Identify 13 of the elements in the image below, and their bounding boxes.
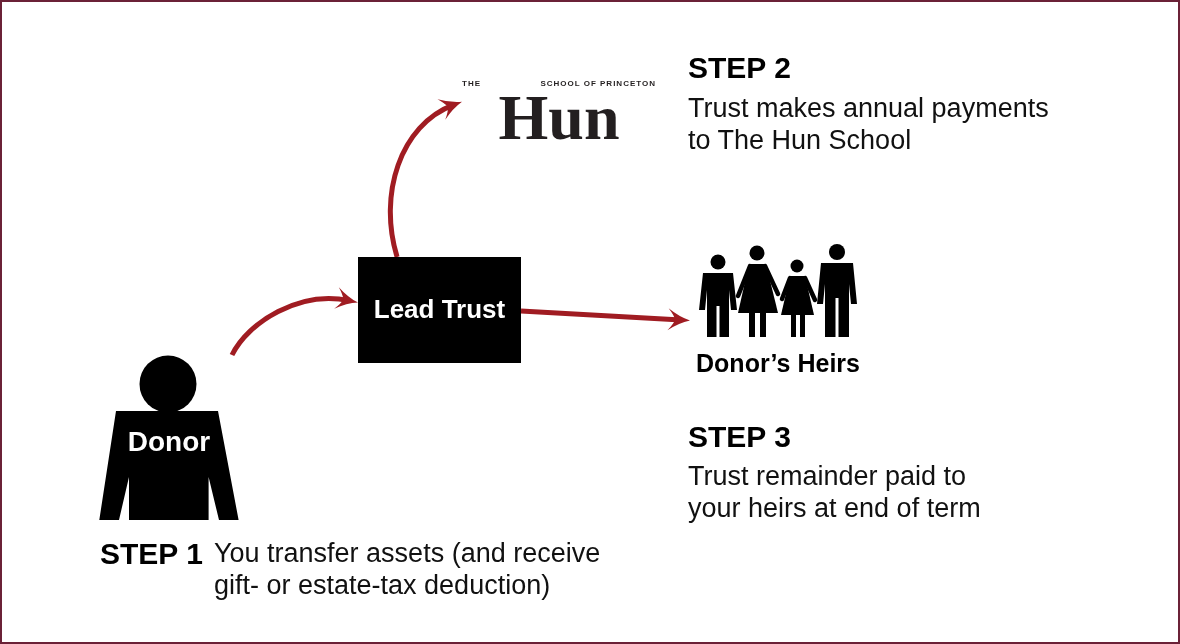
process-box (358, 257, 521, 363)
step-description: You transfer assets (and receive gift- or estate-tax deduction) (214, 537, 602, 601)
school-name: Hun (498, 90, 620, 146)
step-description: Trust makes annual payments to The Hun School (688, 92, 1050, 156)
node-label: Lead Trust (373, 294, 506, 326)
node-label: Donor’s Heirs (696, 348, 860, 378)
step-description: Trust remainder paid to your heirs at end of term (688, 460, 982, 524)
step-heading: STEP 3 (688, 419, 792, 455)
node-label: Donor (127, 425, 211, 459)
step-heading: STEP 1 (100, 536, 204, 572)
school-name-small: SCHOOL OF PRINCETON (540, 79, 656, 89)
step-heading: STEP 2 (688, 50, 792, 86)
school-name-small: THE (462, 79, 481, 89)
